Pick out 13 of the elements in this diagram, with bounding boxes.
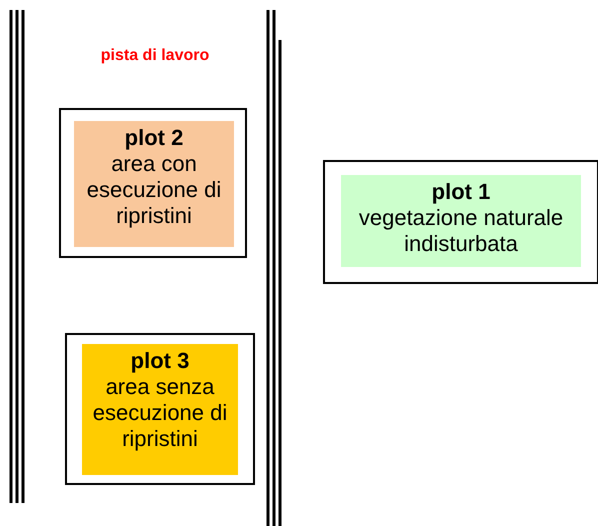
track-label: pista di lavoro <box>100 47 210 65</box>
plot-box <box>341 175 581 267</box>
plot-description: area con esecuzione di ripristini <box>86 151 222 229</box>
plot-title: plot 2 <box>124 125 184 151</box>
plot-frame <box>323 160 598 284</box>
plot-frame <box>59 108 247 258</box>
plot-title: plot 3 <box>130 348 190 374</box>
plot-box <box>82 344 238 475</box>
plot-title: plot 1 <box>432 179 490 205</box>
plot-description: vegetazione naturale indisturbata <box>358 205 564 257</box>
plot-box <box>74 121 234 247</box>
plot-description: area senza esecuzione di ripristini <box>92 374 228 452</box>
plot-frame <box>65 333 255 485</box>
